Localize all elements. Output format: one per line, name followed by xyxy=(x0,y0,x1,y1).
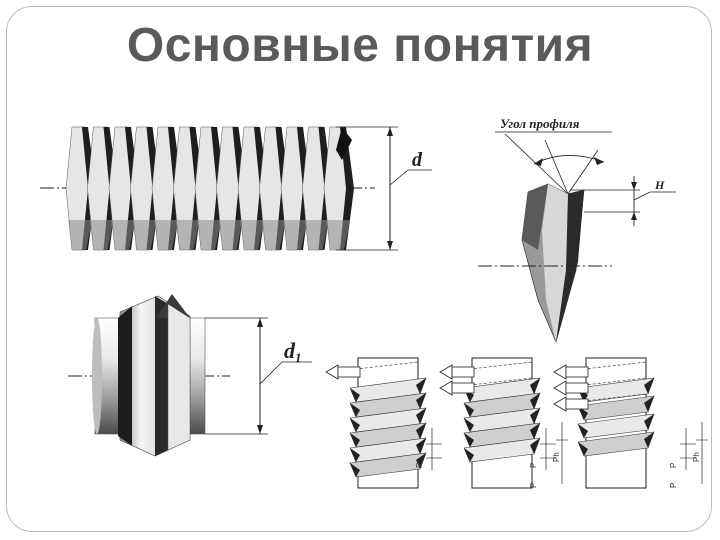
thread-left-profile xyxy=(578,406,588,420)
thread-left-profile xyxy=(578,442,588,456)
label-P: P xyxy=(529,483,538,488)
label-P: P xyxy=(529,463,538,468)
screw-2: P PhP xyxy=(439,357,568,489)
start-arrow xyxy=(439,364,453,380)
thread-left-profile xyxy=(578,424,588,438)
threaded-rod-major: d xyxy=(40,126,432,251)
thread-right-profile xyxy=(416,453,426,469)
thread-left-profile xyxy=(350,388,360,402)
thread-right-profile xyxy=(530,408,540,424)
thread-shade xyxy=(283,220,307,250)
label-d1: d1 xyxy=(284,338,302,365)
thread-shade xyxy=(89,220,114,250)
thread-shade xyxy=(68,220,92,250)
thread-right-profile xyxy=(530,438,540,454)
thread-shade xyxy=(111,220,135,250)
thread-right-profile xyxy=(416,378,426,394)
thread-right-profile xyxy=(644,396,654,412)
label-P: P xyxy=(415,463,424,468)
thread-left-profile xyxy=(350,433,360,447)
thread-left-profile xyxy=(464,448,474,462)
start-arrow xyxy=(325,364,339,380)
start-tip xyxy=(337,366,361,378)
label-P: P xyxy=(669,483,678,488)
start-tip xyxy=(451,382,475,394)
thread-right-profile xyxy=(530,393,540,409)
start-tip xyxy=(451,366,475,378)
thread-left-profile xyxy=(464,418,474,432)
thread-left-profile xyxy=(350,448,360,462)
thread-flank xyxy=(340,127,354,250)
label-Ph: Ph xyxy=(552,452,561,462)
slide-title: Основные понятия xyxy=(126,19,594,72)
thread-right-profile xyxy=(416,423,426,439)
thread-profile-angle: Угол профиля H xyxy=(478,116,676,344)
thread-right-profile xyxy=(644,378,654,394)
thread-shade xyxy=(132,220,157,250)
screw-3: P PhP xyxy=(553,357,708,489)
thread-shade xyxy=(154,220,178,250)
start-arrow xyxy=(553,364,567,380)
thread-right-profile xyxy=(530,423,540,439)
slide-frame xyxy=(6,6,712,532)
thread-right-profile xyxy=(416,408,426,424)
start-arrow xyxy=(439,380,453,396)
thread-left-profile xyxy=(350,418,360,432)
start-tip xyxy=(565,398,589,410)
thread-right-profile xyxy=(530,378,540,394)
label-Ph: Ph xyxy=(692,452,701,462)
thread-right-profile xyxy=(644,432,654,448)
start-tip xyxy=(565,366,589,378)
thread-shade xyxy=(304,220,329,250)
thread-shade xyxy=(240,220,264,250)
thread-shade xyxy=(326,220,350,250)
thread-right-profile xyxy=(644,414,654,430)
thread-left-profile xyxy=(464,433,474,447)
rod-threads xyxy=(65,126,354,251)
label-P: P xyxy=(669,463,678,468)
thread-end xyxy=(336,127,352,160)
thread-right-profile xyxy=(416,438,426,454)
thread-shade xyxy=(175,220,200,250)
thread-shade xyxy=(197,220,221,250)
start-tip xyxy=(565,382,589,394)
thread-left-profile xyxy=(350,403,360,417)
thread-shade xyxy=(261,220,286,250)
thread-left-profile xyxy=(464,403,474,417)
label-profile-angle: Угол профиля xyxy=(500,116,580,131)
thread-shade xyxy=(218,220,243,250)
start-arrow xyxy=(553,380,567,396)
label-d: d xyxy=(412,149,423,171)
thread-starts-comparison: P P PhP P PhP xyxy=(325,357,708,489)
screw-1: P xyxy=(325,357,442,489)
thread-left-profile xyxy=(350,463,360,477)
thread-right-profile xyxy=(416,393,426,409)
threaded-rod-minor: d1 xyxy=(68,294,312,457)
label-H: H xyxy=(654,178,665,192)
start-arrow xyxy=(553,396,567,412)
